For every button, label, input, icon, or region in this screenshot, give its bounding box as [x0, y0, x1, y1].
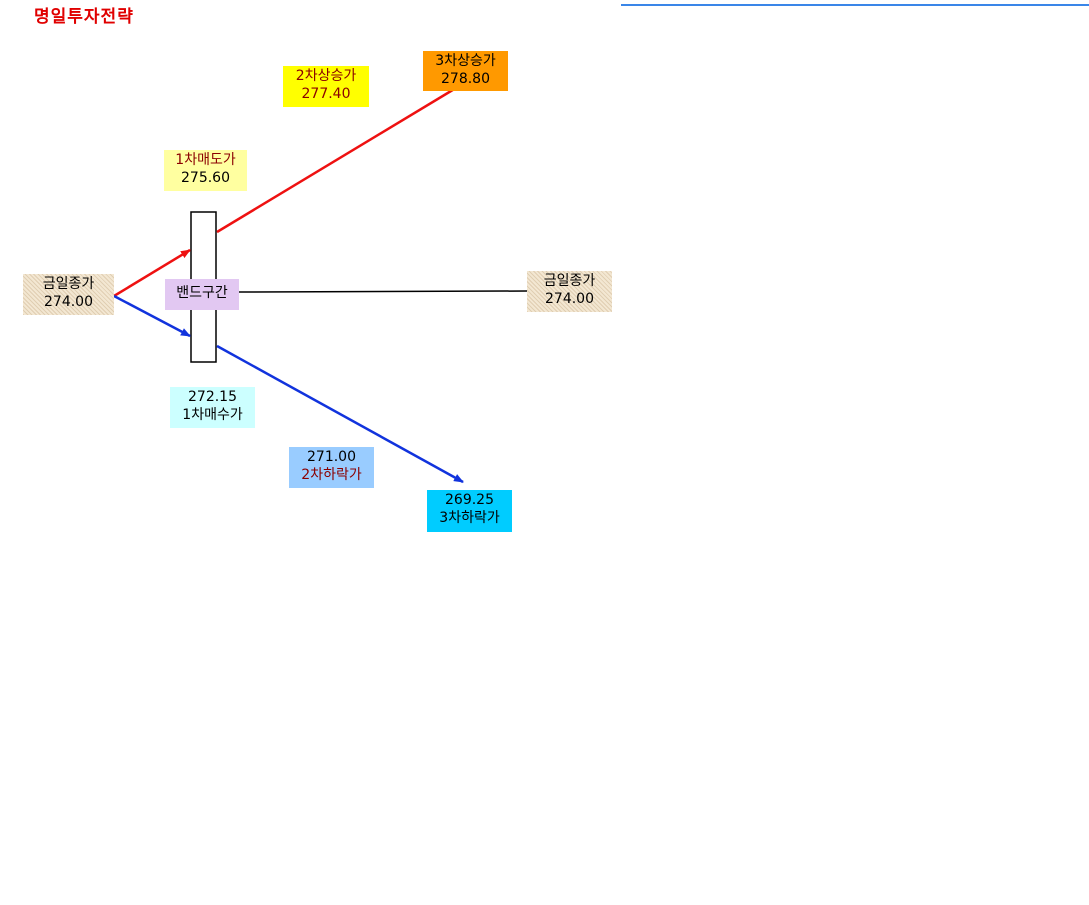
buy1-value: 272.15	[188, 389, 237, 405]
fall3-label: 3차하락가	[439, 510, 500, 526]
page-title: 명일투자전략	[34, 7, 134, 27]
sell1-box: 1차매도가 275.60	[164, 150, 247, 191]
up-trend-line	[216, 86, 457, 234]
top-divider-line	[621, 4, 1089, 6]
close-price-left-label: 금일종가	[42, 276, 95, 292]
fall3-value: 269.25	[445, 492, 494, 508]
close-price-right-value: 274.00	[545, 291, 594, 307]
buy1-box: 272.15 1차매수가	[170, 387, 255, 428]
rise3-label: 3차상승가	[435, 53, 496, 69]
close-price-right-box: 금일종가 274.00	[527, 271, 612, 312]
sell1-label: 1차매도가	[175, 152, 236, 168]
flat-line	[237, 290, 528, 293]
down-arrow-to-band	[113, 294, 191, 338]
rise3-box: 3차상승가 278.80	[423, 51, 508, 91]
rise3-value: 278.80	[441, 71, 490, 87]
rise2-value: 277.40	[301, 86, 351, 102]
up-arrow-to-band	[113, 248, 191, 298]
close-price-left-box: 금일종가 274.00	[23, 274, 114, 315]
band-zone-label: 밴드구간	[176, 285, 228, 301]
close-price-left-value: 274.00	[44, 294, 93, 310]
fall2-label: 2차하락가	[301, 467, 362, 483]
fall3-box: 269.25 3차하락가	[427, 490, 512, 532]
close-price-right-label: 금일종가	[543, 273, 596, 289]
buy1-label: 1차매수가	[182, 407, 243, 423]
fall2-box: 271.00 2차하락가	[289, 447, 374, 488]
fall2-value: 271.00	[307, 449, 356, 465]
sell1-value: 275.60	[181, 170, 230, 186]
band-zone-box: 밴드구간	[165, 279, 239, 310]
rise2-box: 2차상승가 277.40	[283, 66, 369, 107]
rise2-label: 2차상승가	[295, 68, 357, 84]
down-trend-arrow	[216, 344, 464, 484]
